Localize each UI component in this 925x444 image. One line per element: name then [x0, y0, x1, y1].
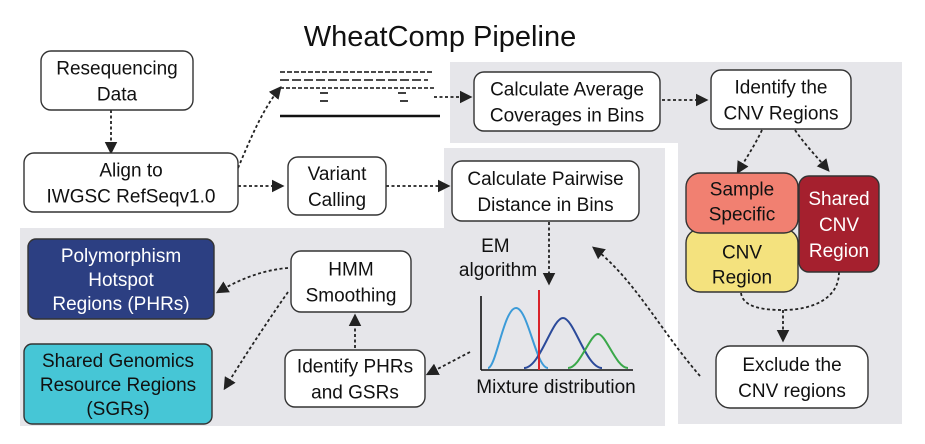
node-phr-label: Hotspot: [88, 270, 154, 291]
arrow-exclude-to-em: [592, 246, 701, 377]
em-algorithm-label: EM algorithm: [459, 236, 537, 281]
arrow-cnv-merge-left: [740, 292, 784, 311]
node-resequencing-label: Data: [97, 85, 138, 106]
node-exclude-cnv-box: [715, 345, 869, 409]
node-exclude-cnv-label: Exclude the: [742, 355, 841, 376]
node-resequencing-label: Resequencing: [56, 59, 177, 80]
arrow-mixture-to-identify: [425, 351, 471, 376]
node-sgr-label: Shared Genomics: [42, 351, 194, 372]
node-variant-box: [287, 156, 387, 216]
mixture-curve-3: [567, 332, 629, 369]
node-align-label: Align to: [99, 161, 162, 182]
arrow-identify-to-sample: [736, 129, 763, 175]
node-variant-label: Variant: [308, 164, 368, 185]
node-phr-label: Regions (PHRs): [52, 294, 189, 315]
node-cnv-region-label: Region: [712, 268, 772, 289]
node-phr-box: [27, 238, 215, 320]
page-title: WheatComp Pipeline: [304, 21, 576, 53]
node-shared-cnv-label: Region: [809, 241, 869, 262]
mixture-distribution-icon: [480, 290, 633, 371]
node-identify-phr-box: [284, 349, 426, 408]
node-exclude-cnv-label: CNV regions: [738, 381, 846, 402]
node-shared-cnv-label: Shared: [808, 189, 869, 210]
node-sample-specific-label: Sample: [710, 180, 774, 201]
arrow-hmm-to-phr: [215, 267, 289, 294]
node-identify-cnv-label: Identify the: [735, 78, 828, 99]
node-align: Align to IWGSC RefSeqv1.0: [23, 152, 239, 213]
node-pairwise-box: [451, 160, 640, 222]
aligned-reads-icon: [280, 71, 440, 118]
node-shared-cnv-label: CNV: [819, 215, 859, 236]
node-hmm-box: [290, 250, 412, 313]
arrow-align-to-reads: [237, 86, 282, 169]
node-avg-cov-label: Coverages in Bins: [490, 106, 644, 127]
node-resequencing-box: [40, 50, 194, 111]
node-identify-phr-label: Identify PHRs: [297, 357, 413, 378]
node-variant-label: Calling: [308, 190, 366, 211]
node-identify-cnv-box: [710, 69, 852, 130]
mixture-distribution-label: Mixture distribution: [476, 377, 635, 398]
node-phr-label: Polymorphism: [61, 246, 181, 267]
arrow-hmm-to-sgr: [223, 291, 289, 391]
node-pairwise-label: Distance in Bins: [477, 195, 613, 216]
node-hmm-label: HMM: [328, 260, 373, 281]
node-align-box: [23, 152, 239, 213]
node-sample-specific-label: Specific: [709, 205, 776, 226]
node-sample-specific-box: [685, 172, 799, 234]
node-cnv-region: CNV Region: [685, 228, 799, 293]
node-shared-cnv-box: [798, 175, 880, 273]
node-identify-cnv-label: CNV Regions: [723, 104, 838, 125]
mixture-curve-2: [523, 316, 603, 369]
flow-arrows: [104, 86, 840, 391]
node-align-label: IWGSC RefSeqv1.0: [47, 187, 216, 208]
node-avg-cov-box: [473, 71, 661, 132]
node-sgr-label: (SGRs): [86, 399, 149, 420]
node-identify-phr-label: and GSRs: [311, 383, 399, 404]
node-sgr-label: Resource Regions: [40, 375, 196, 396]
node-avg-cov-label: Calculate Average: [490, 80, 644, 101]
arrow-cnv-merge-right: [782, 271, 840, 311]
node-sgr-box: [23, 343, 213, 425]
node-pairwise-label: Calculate Pairwise: [467, 169, 623, 190]
node-identify-phr: Identify PHRs and GSRs: [284, 349, 426, 408]
node-hmm-label: Smoothing: [306, 286, 397, 307]
node-cnv-region-label: CNV: [722, 243, 762, 264]
node-hmm: HMM Smoothing: [290, 250, 412, 313]
